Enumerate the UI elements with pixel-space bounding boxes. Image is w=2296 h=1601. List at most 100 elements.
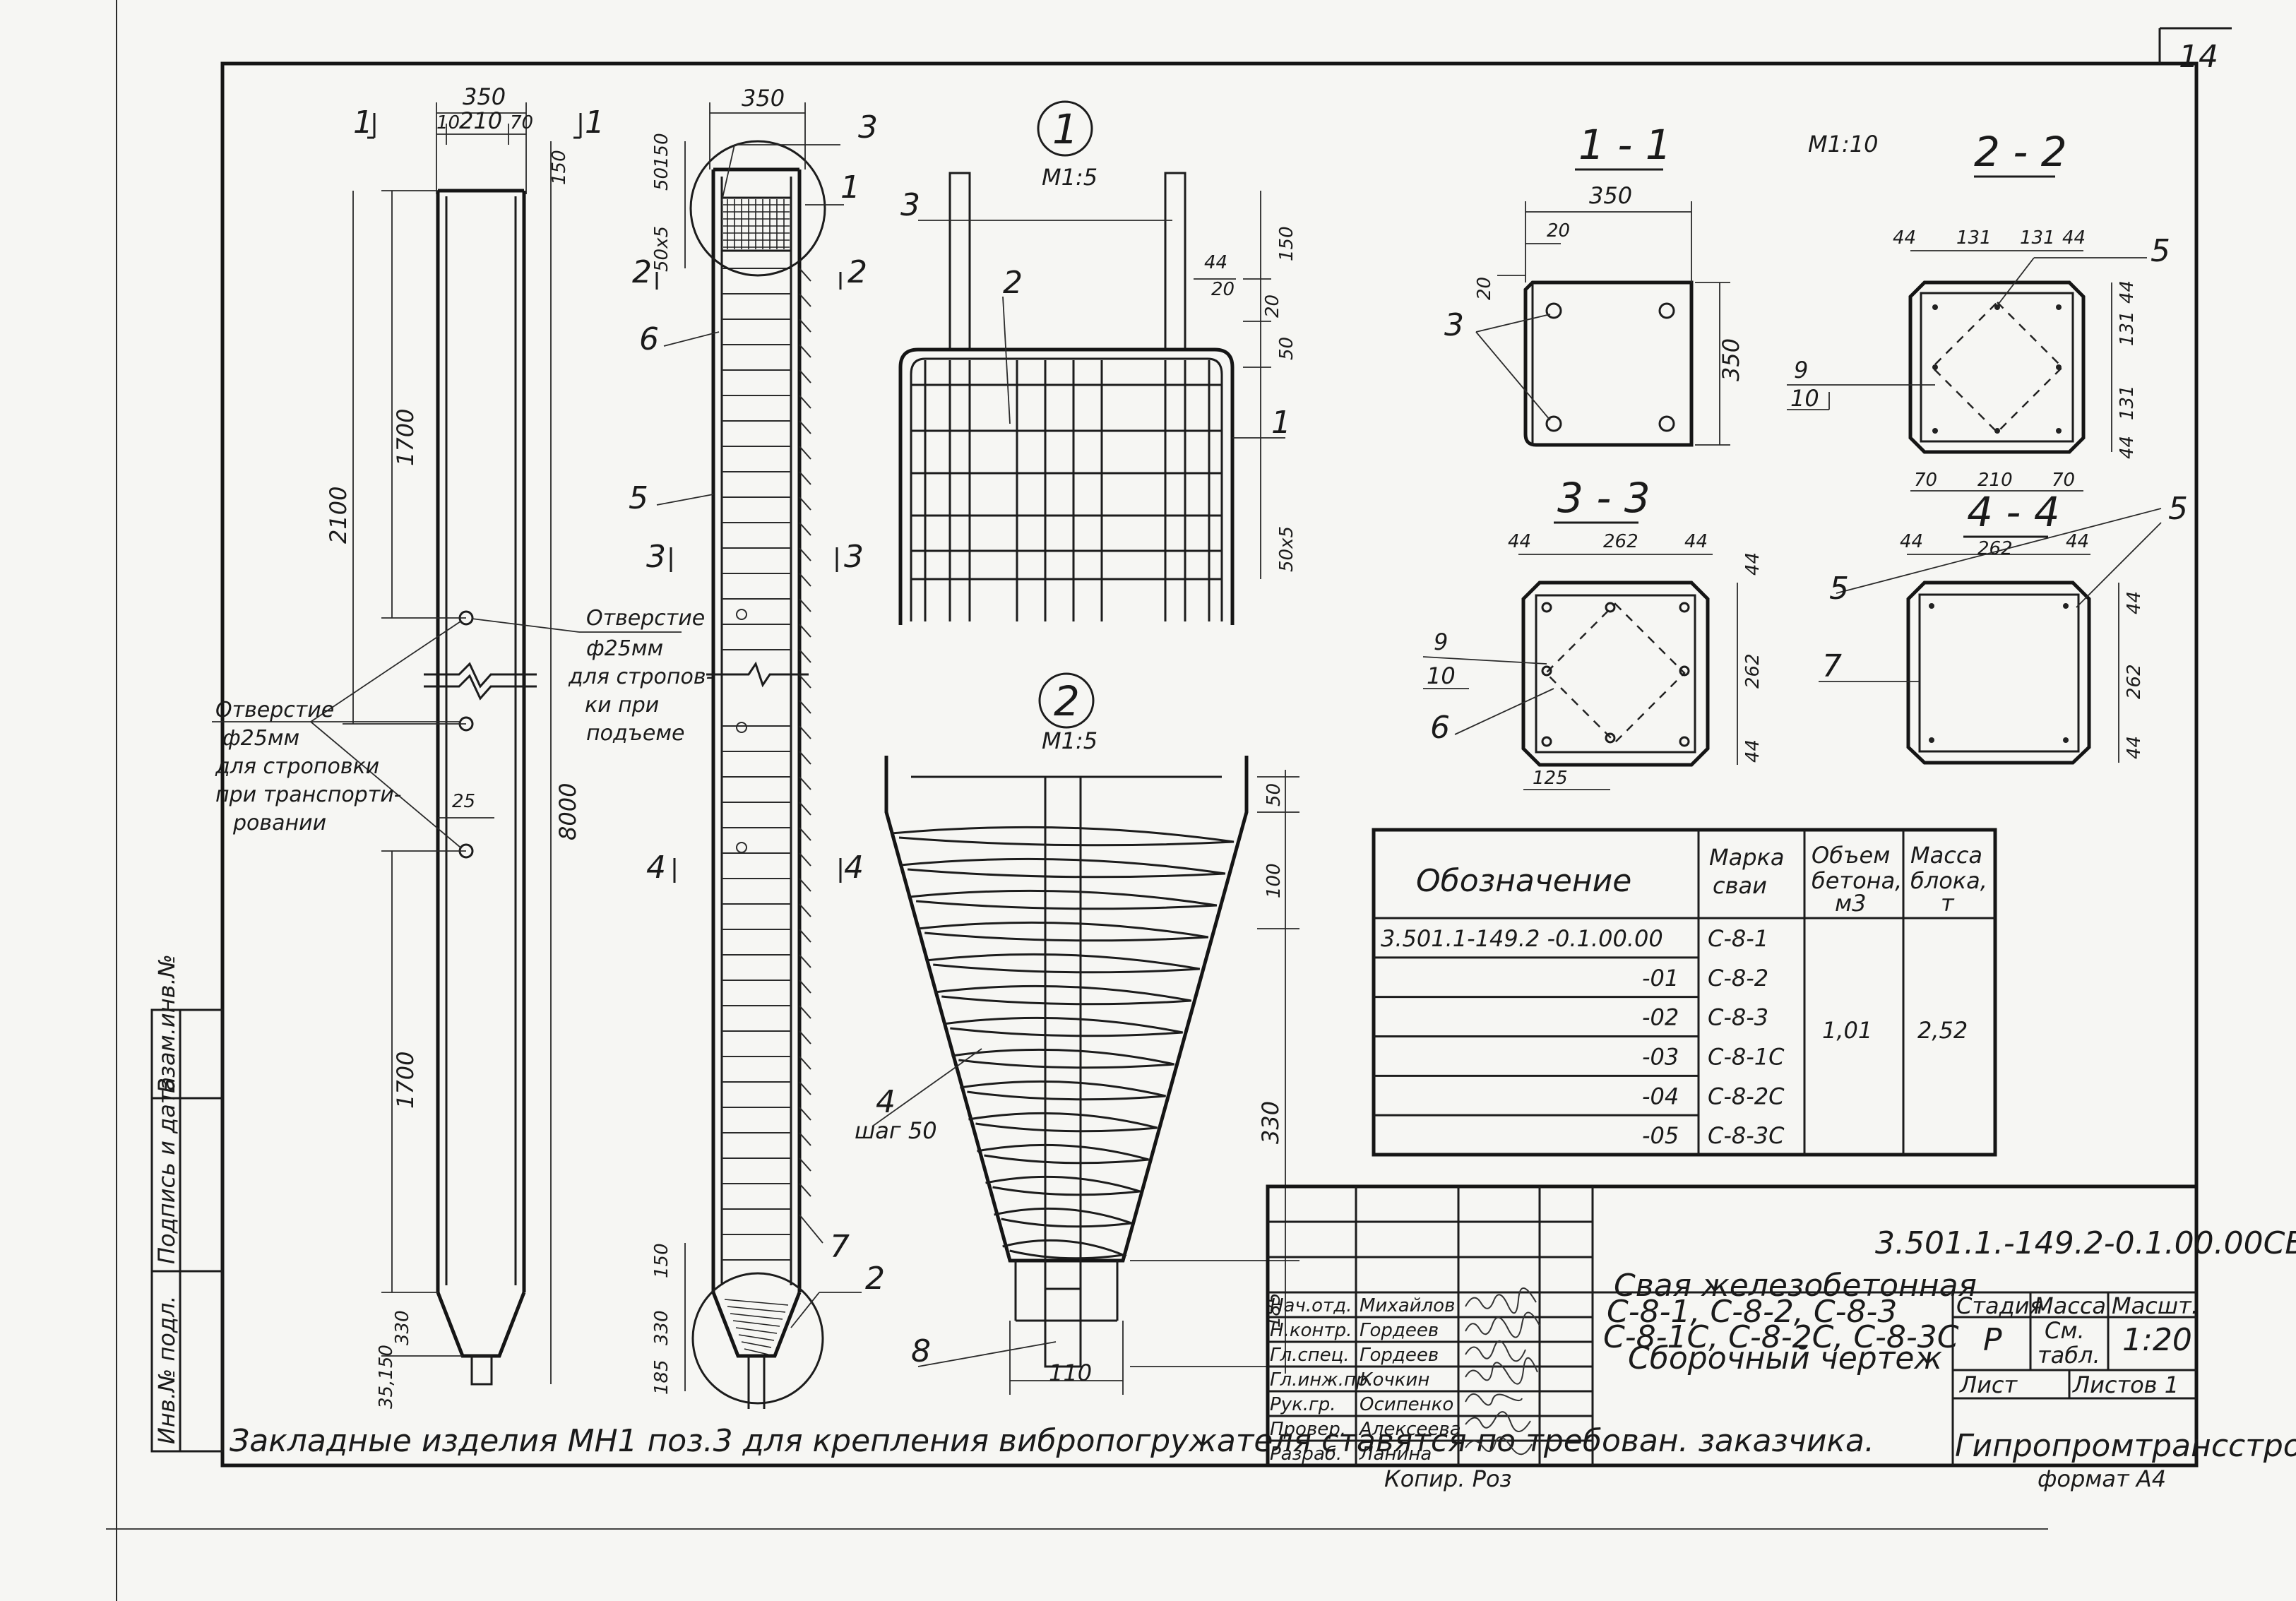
tb-mass-1: См.: [2045, 1317, 2085, 1344]
stirrup-hook: [799, 1005, 811, 1019]
detail1-dim-44: 44: [1204, 252, 1227, 273]
hole-note-right-4: ки при: [585, 693, 659, 718]
sec33-d44b: 44: [1684, 531, 1708, 552]
stirrup-hook: [799, 1030, 811, 1044]
copy-mark: Копир. Роз: [1384, 1465, 1512, 1492]
sec11-dim-350v: 350: [1718, 338, 1744, 381]
tb-stage: Р: [1983, 1322, 2002, 1358]
spec-mark-cell: С-8-2С: [1708, 1083, 1785, 1109]
sec33-d262: 262: [1603, 531, 1638, 552]
spiral-ring: [934, 984, 1192, 1006]
tb-sig-name: Михайлов: [1360, 1295, 1455, 1316]
tb-mass-2: табл.: [2038, 1342, 2100, 1369]
handwritten-signatures: [1465, 1287, 1540, 1456]
cage-dim-50x5: 50х5: [651, 226, 672, 272]
detail2-pos-8: 8: [911, 1333, 931, 1369]
elev-dim-70: 70: [510, 112, 533, 133]
stirrup-hook: [799, 1107, 811, 1121]
sec22-pos-5: 5: [2151, 233, 2170, 269]
tb-sig-name: Гордеев: [1360, 1320, 1439, 1341]
detail1-scale: М1:5: [1042, 164, 1098, 191]
spiral-ring: [891, 826, 1235, 847]
sec22-title: 2 - 2: [1974, 128, 2067, 176]
detail1-label: 1: [1052, 105, 1078, 153]
tb-sig-role: Разраб.: [1270, 1444, 1342, 1465]
spec-header-mass-2: блока,: [1910, 867, 1987, 894]
hole-note-right-3: для стропов-: [568, 665, 713, 689]
elev-dim-35-150: 35,150: [376, 1345, 397, 1409]
hole-note-transport: Отверстие ф25мм для строповки при трансп…: [212, 621, 461, 848]
sec22-d131b: 131: [2020, 227, 2055, 249]
stirrup-hook: [799, 293, 811, 307]
tb-sig-name: Осипенко: [1360, 1394, 1453, 1415]
stirrup-hook: [799, 522, 811, 536]
stirrup-hook: [799, 929, 811, 943]
cage-right-ticks: [799, 268, 811, 1197]
stirrup-hook: [799, 827, 811, 841]
spiral-ring: [960, 1080, 1166, 1101]
stirrup-hook: [799, 802, 811, 816]
cage-pos-1: 1: [840, 169, 860, 206]
section-3-3: 3 - 3 44 262 44 44 262 44 125 9 10 6: [1422, 474, 1763, 790]
spec-designation-cell: -05: [1642, 1122, 1679, 1149]
elev-dim-150: 150: [549, 150, 570, 185]
spiral-ring: [917, 921, 1209, 942]
section-2-2: 2 - 2 44 131 131 44 44 131 131 44 70 210…: [1787, 128, 2170, 492]
detail1-pos-3: 3: [900, 187, 920, 223]
sec44-d44b: 44: [2066, 531, 2089, 552]
cage-dim-150b: 150: [651, 1243, 672, 1278]
sec22-b70a: 70: [1914, 470, 1937, 491]
stirrup-hook: [799, 1157, 811, 1172]
sec22-d44b: 44: [2062, 227, 2086, 249]
sec44-r44b: 44: [2124, 736, 2145, 759]
detail1-pos-1: 1: [1271, 405, 1291, 441]
spec-mark-cell: С-8-3С: [1708, 1122, 1785, 1149]
cage-dim-330: 330: [651, 1310, 672, 1345]
spec-header-mass-3: т: [1941, 890, 1955, 917]
stamp-sign-label: Подпись и дата: [153, 1077, 180, 1264]
stamp-replace-label: Взам.инв.№: [153, 954, 180, 1093]
spec-header-volume-1: Объем: [1812, 842, 1890, 869]
spec-header-designation: Обозначение: [1416, 863, 1631, 899]
elev-section-mark-left: 1: [353, 105, 373, 141]
stirrup-hook: [799, 471, 811, 485]
hole-note-left-5: ровании: [232, 811, 326, 835]
tb-title-1: Свая железобетонная: [1614, 1268, 1977, 1304]
spiral-ring: [943, 1016, 1183, 1037]
tb-title-3: С-8-1С, С-8-2С, С-8-3С: [1603, 1319, 1959, 1355]
sec2-mark-right: 2: [847, 254, 867, 290]
hole-note-lifting: Отверстие ф25мм для стропов- ки при подъ…: [471, 606, 713, 746]
sec44-title: 4 - 4: [1967, 488, 2060, 536]
hole-note-right-5: подъеме: [586, 721, 684, 746]
sec22-r44a: 44: [2117, 280, 2138, 304]
cage-pos-5: 5: [629, 480, 648, 516]
stamp-inv-label: Инв.№ подл.: [153, 1295, 180, 1444]
spec-mark-cell: С-8-3: [1708, 1004, 1768, 1031]
stirrup-hook: [799, 573, 811, 587]
views-scale: М1:10: [1808, 131, 1878, 157]
detail2-dim-330: 330: [1257, 1101, 1284, 1144]
tb-sig-name: Ланина: [1359, 1444, 1432, 1465]
cage-dim-350: 350: [742, 85, 785, 112]
tb-sig-name: Алексеева: [1358, 1419, 1461, 1440]
tb-sig-role: Нач.отд.: [1270, 1295, 1352, 1316]
tb-sheets-label: Листов 1: [2072, 1371, 2179, 1398]
detail1-dim-150: 150: [1276, 226, 1297, 261]
section-1-1: 1 - 1 350 20 20 350 3: [1444, 121, 1744, 447]
cage-dim-150: 150: [651, 133, 672, 168]
stirrup-hook: [799, 547, 811, 561]
stirrup-hook: [799, 344, 811, 358]
spiral-ring: [908, 889, 1218, 910]
detail2-scale: М1:5: [1042, 727, 1098, 754]
cage-dim-185: 185: [651, 1359, 672, 1395]
cage-pos-7: 7: [830, 1229, 850, 1265]
elev-section-mark-right: 1: [585, 105, 605, 141]
spec-volume: 1,01: [1822, 1017, 1872, 1044]
cage-dim-50: 50: [651, 167, 672, 191]
tb-sig-role: Н.контр.: [1270, 1320, 1352, 1341]
cage-pos-3: 3: [858, 109, 878, 145]
stirrup-lines: [722, 268, 791, 1261]
